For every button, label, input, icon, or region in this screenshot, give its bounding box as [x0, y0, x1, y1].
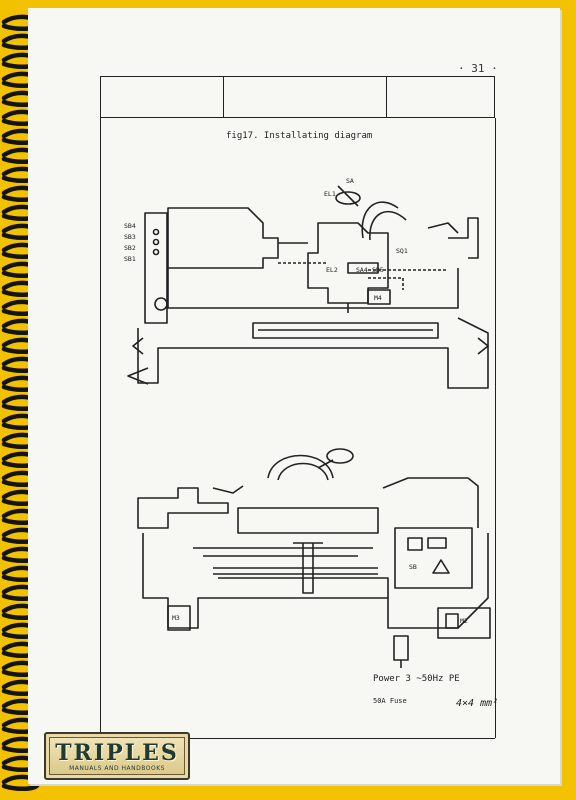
label-sa: SA: [346, 177, 354, 185]
label-sb: SB: [409, 563, 417, 571]
binding-coil: [1, 774, 40, 791]
label-m2: M2: [460, 617, 468, 625]
label-sb3: SB3: [124, 233, 136, 241]
label-sb1: SB1: [124, 255, 136, 263]
lathe-rear-view: [137, 448, 491, 668]
installation-diagram: SB4 SB3 SB2 SB1 EL1 SA SQ1 EL2 SA4 SB5 M…: [124, 177, 491, 668]
triples-logo: TRIPLES MANUALS AND HANDBOOKS: [44, 732, 190, 780]
power-inlet-box: [393, 635, 409, 661]
motor-m3-box: [167, 605, 191, 631]
label-sb2: SB2: [124, 244, 136, 252]
label-sa4: SA4: [356, 266, 368, 274]
label-sb4: SB4: [124, 222, 136, 230]
fuse-note: 50A Fuse: [373, 697, 407, 705]
motor-m4-box: [367, 289, 391, 305]
figure-caption: fig17. Installating diagram: [226, 131, 373, 141]
label-m3: M3: [172, 614, 180, 622]
label-el2: EL2: [326, 266, 338, 274]
manual-page: · 31 · fig17. Installating diagram: [28, 8, 560, 784]
logo-tagline: MANUALS AND HANDBOOKS: [69, 765, 165, 772]
control-panel-box: [144, 212, 168, 324]
motor-m2-box: [437, 607, 491, 639]
main-switch-box: [407, 537, 423, 551]
work-lamp-icon: [335, 191, 361, 205]
power-note: Power 3 ~50Hz PE: [373, 674, 460, 684]
frame-border: [100, 118, 101, 738]
logo-wordmark: TRIPLES: [55, 740, 179, 766]
wire-note: 4×4 mm²: [456, 698, 499, 709]
electrical-cabinet: [394, 527, 473, 589]
label-m4: M4: [374, 294, 382, 302]
label-sq1: SQ1: [396, 247, 408, 255]
label-sb5: SB5: [372, 266, 384, 274]
page-number: · 31 ·: [458, 62, 498, 75]
label-el1: EL1: [324, 190, 336, 198]
header-cell: [100, 76, 224, 118]
header-cell: [223, 76, 387, 118]
frame-border: [495, 118, 496, 738]
work-lamp-icon: [326, 448, 354, 464]
lathe-front-view: [127, 185, 489, 389]
frame-border: [100, 738, 495, 739]
warning-icon: [432, 559, 450, 574]
handwheel-icon: [154, 297, 168, 311]
header-table: [100, 76, 495, 118]
header-cell: [386, 76, 495, 118]
